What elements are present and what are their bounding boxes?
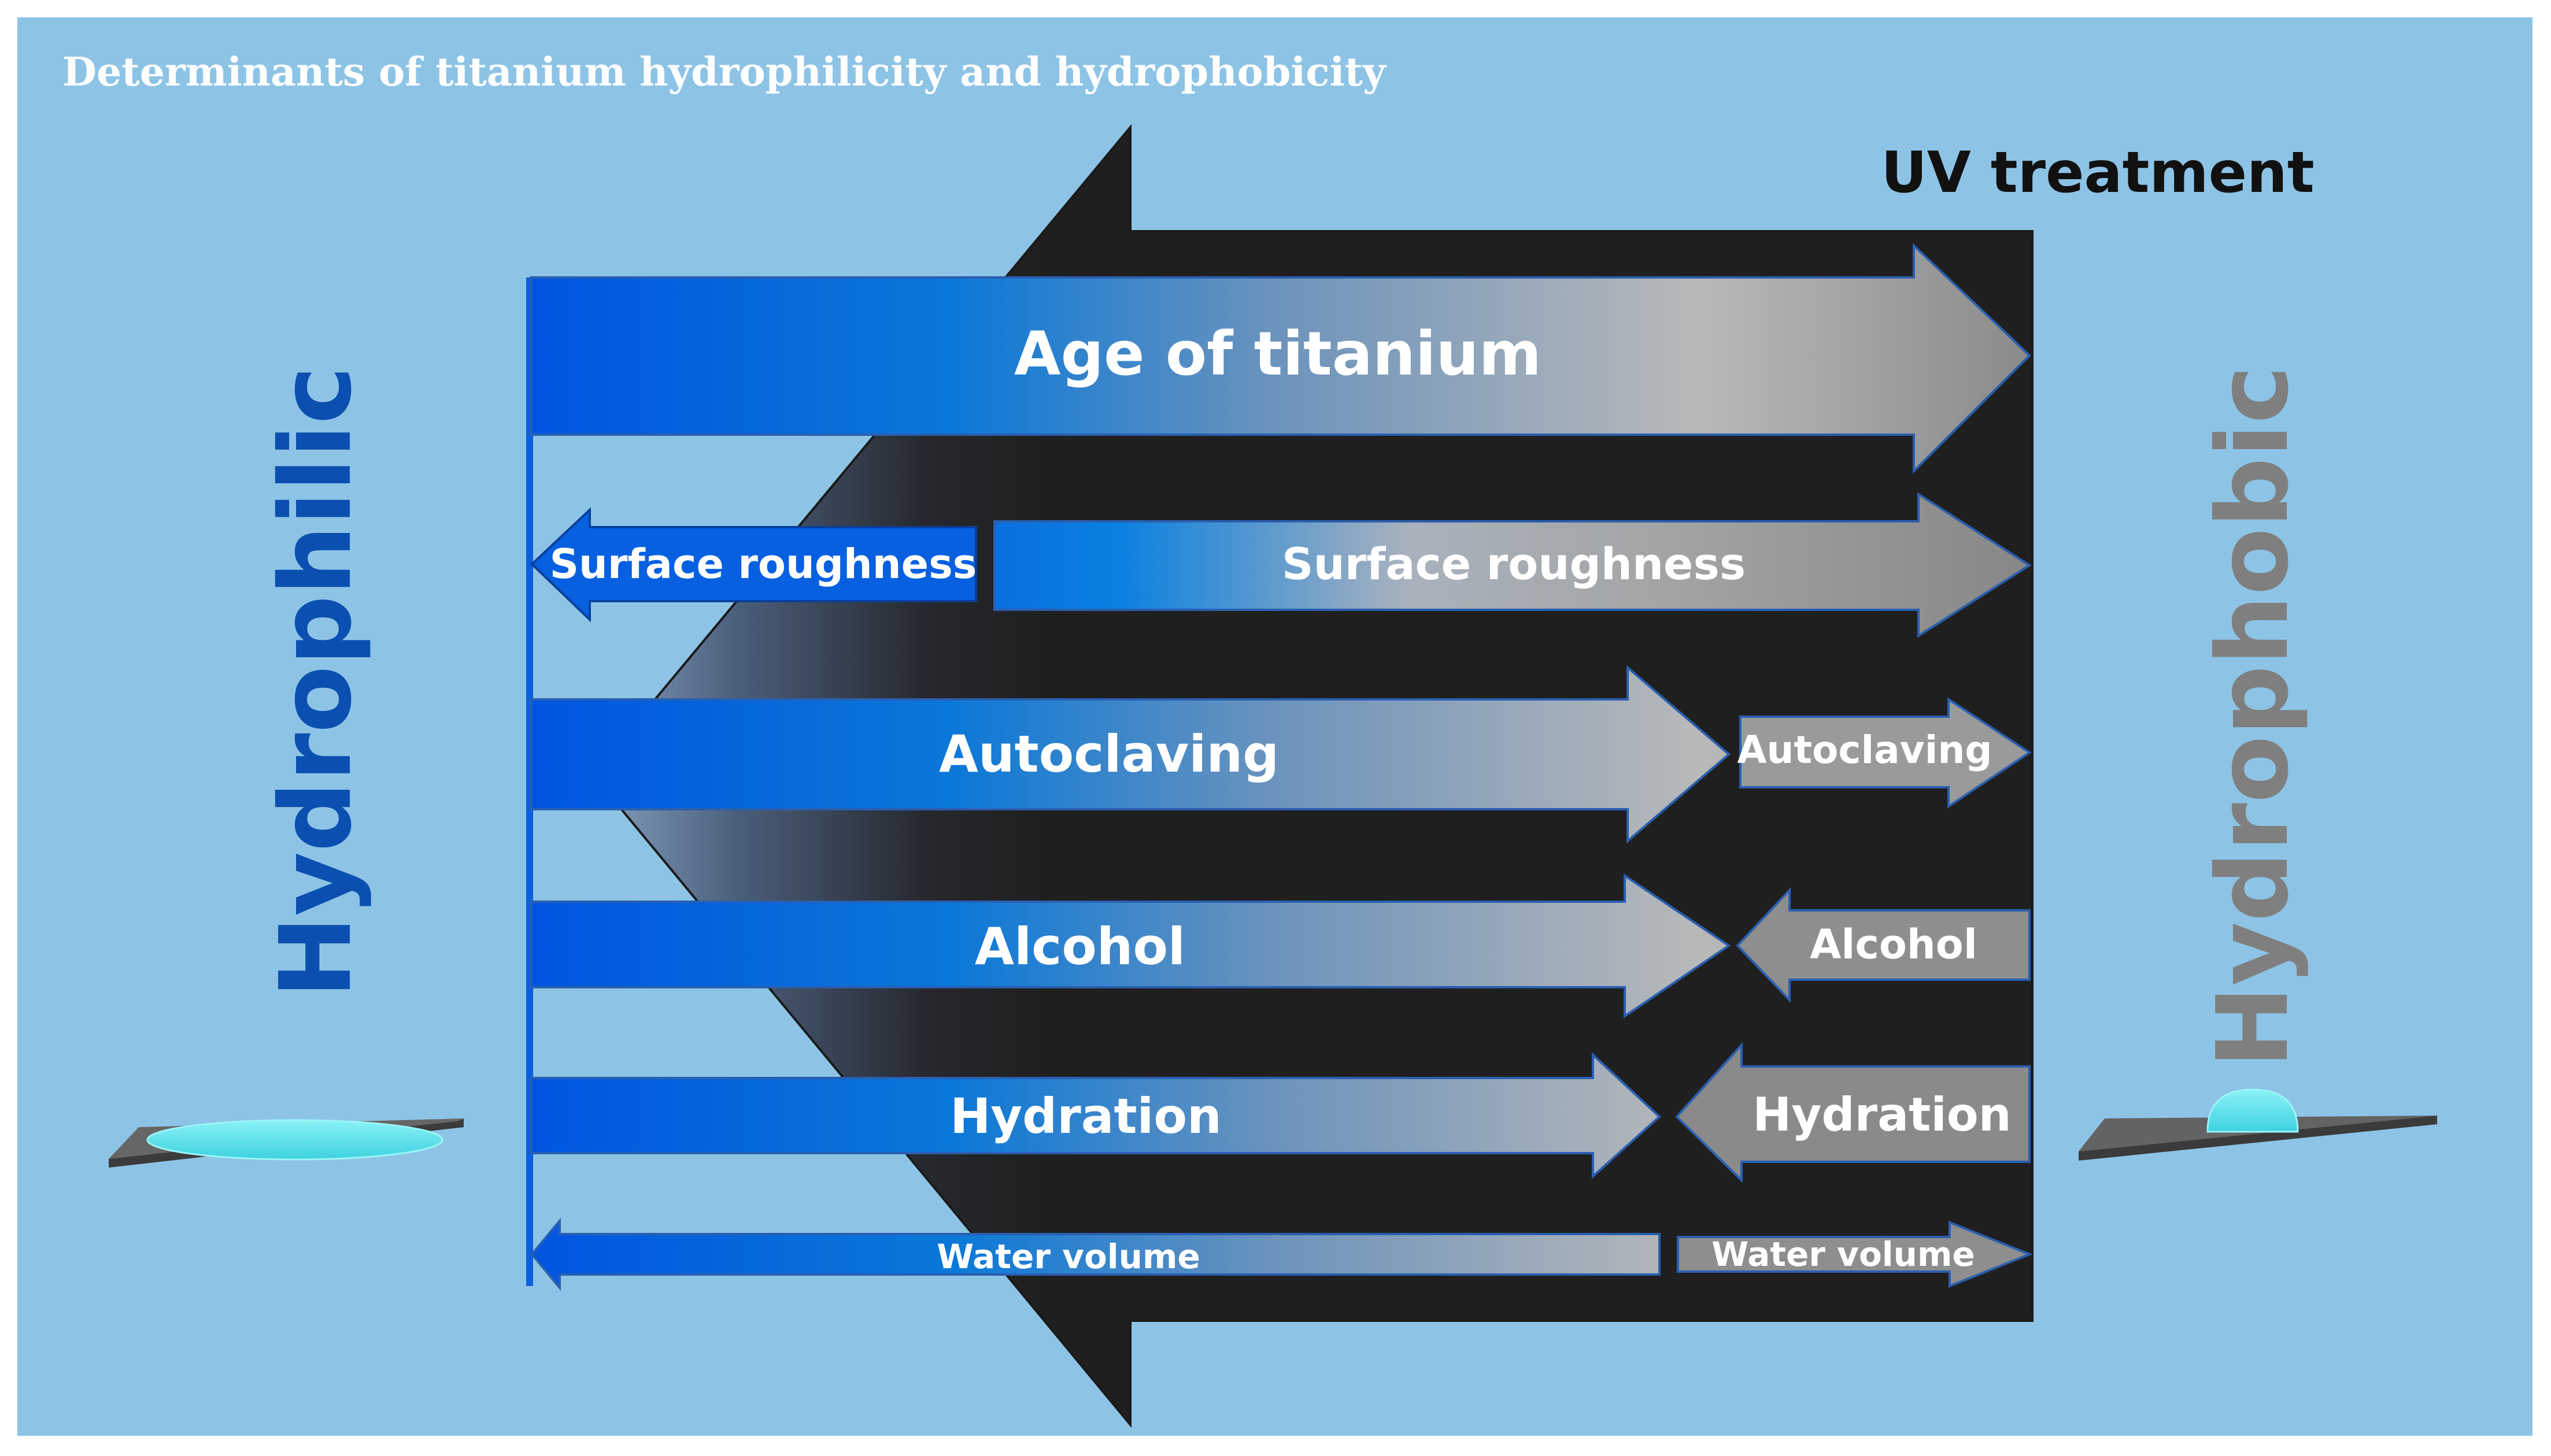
water-volume-right-arrow: [1677, 1221, 2033, 1288]
hydration-right-arrow: [1675, 1042, 2031, 1183]
surface-roughness-right-label: Surface roughness: [1282, 538, 1746, 590]
alcohol-main-label: Alcohol: [975, 917, 1185, 976]
water-volume-left-arrow: [530, 1217, 1661, 1291]
alcohol-right-arrow: [1736, 887, 2031, 1003]
autoclaving-right-arrow: [1739, 697, 2032, 809]
surface-roughness-right-arrow: [993, 492, 2032, 638]
age-of-titanium-arrow: [530, 243, 2031, 474]
surface-roughness-left-label: Surface roughness: [550, 540, 977, 588]
spread-droplet-icon: [109, 1118, 465, 1168]
autoclaving-main-arrow: [530, 665, 1731, 844]
water-drop: [2206, 1088, 2299, 1133]
autoclaving-right-label: Autoclaving: [1737, 728, 1992, 772]
hydration-main-arrow: [530, 1052, 1661, 1179]
water-volume-right-label: Water volume: [1711, 1235, 1975, 1274]
hydrophobic-label: Hydrophobic: [2196, 365, 2310, 1068]
water-volume-left-label: Water volume: [937, 1237, 1200, 1276]
uv-treatment-label: UV treatment: [1881, 140, 2314, 206]
surface-roughness-left-arrow: [530, 507, 977, 623]
alcohol-right-label: Alcohol: [1810, 921, 1977, 968]
hydration-main-label: Hydration: [950, 1088, 1222, 1144]
age-of-titanium-label: Age of titanium: [1014, 318, 1541, 389]
figure-title: Determinants of titanium hydrophilicity …: [62, 49, 1387, 95]
beaded-droplet-icon: [2079, 1088, 2437, 1161]
hydration-right-label: Hydration: [1753, 1088, 2011, 1142]
autoclaving-main-label: Autoclaving: [939, 724, 1279, 784]
alcohol-main-arrow: [530, 873, 1731, 1018]
hydrophilic-label: Hydrophilic: [259, 366, 374, 998]
water-film: [146, 1119, 443, 1161]
